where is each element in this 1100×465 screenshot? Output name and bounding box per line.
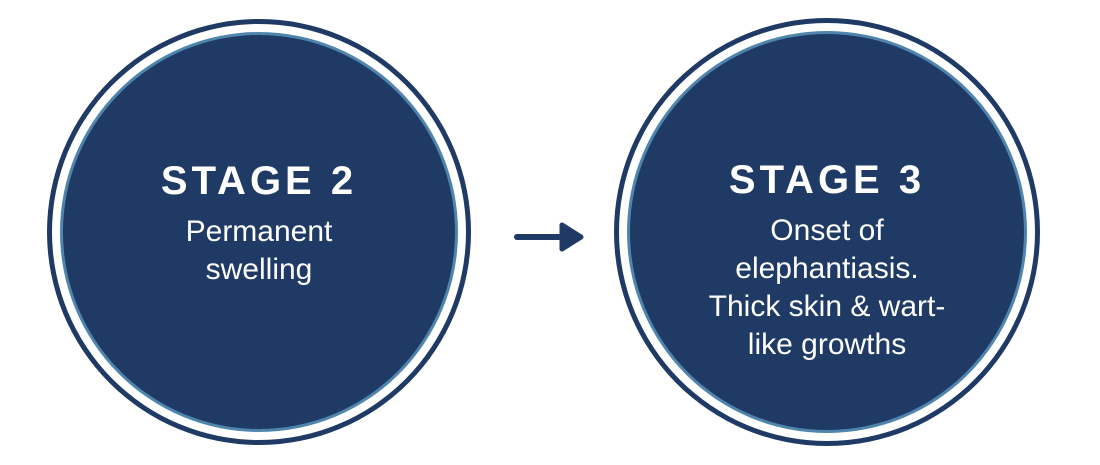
stage-3-description-line: elephantiasis.: [735, 252, 919, 285]
stage-3-circle: STAGE 3 Onset of elephantiasis. Thick sk…: [614, 18, 1040, 446]
stage-3-description-line: Onset of: [770, 214, 884, 247]
stage-3-circle-inner: STAGE 3 Onset of elephantiasis. Thick sk…: [627, 31, 1027, 433]
stage-2-title: STAGE 2: [160, 159, 358, 203]
stage-3-title: STAGE 3: [728, 158, 926, 202]
stage-2-circle-inner: STAGE 2 Permanent swelling: [60, 32, 458, 432]
stage-3-description-line: like growths: [747, 328, 907, 361]
stage-2-circle: STAGE 2 Permanent swelling: [47, 19, 471, 445]
stage-2-description-line: swelling: [205, 253, 313, 286]
stage-2-description: Permanent swelling: [186, 213, 333, 289]
stage-3-description: Onset of elephantiasis. Thick skin & war…: [709, 212, 946, 364]
stage-2-description-line: Permanent: [185, 215, 333, 248]
stage-3-description-line: Thick skin & wart-: [708, 290, 946, 323]
arrow-right-icon: [514, 222, 584, 252]
